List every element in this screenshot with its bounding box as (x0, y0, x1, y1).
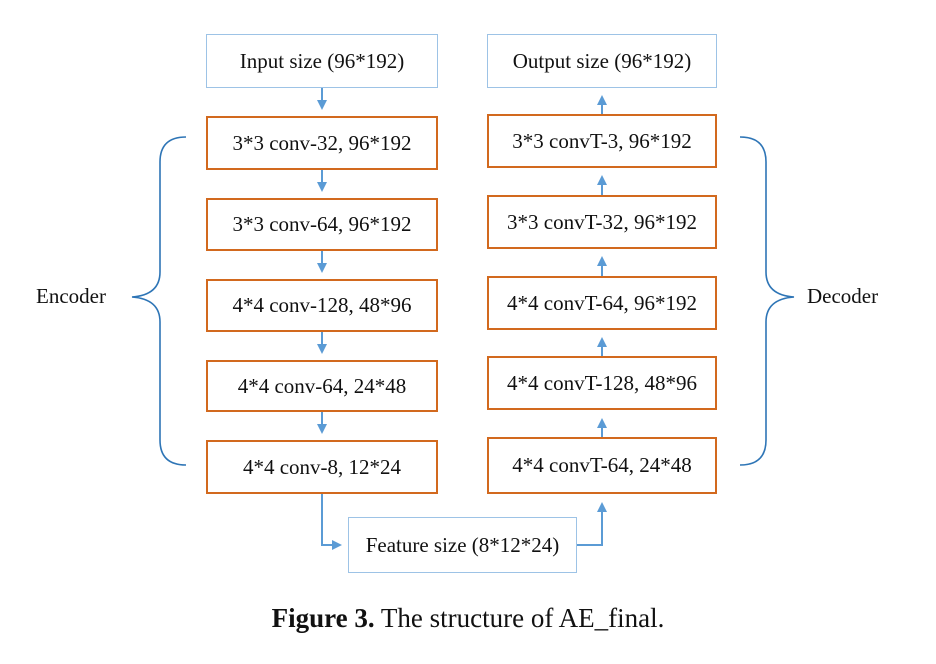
output-size-box: Output size (96*192) (487, 34, 717, 88)
encoder-layer-3: 4*4 conv-128, 48*96 (206, 279, 438, 332)
encoder-arrows (317, 88, 342, 550)
decoder-layer-3: 4*4 convT-64, 96*192 (487, 276, 717, 330)
encoder-layer-1: 3*3 conv-32, 96*192 (206, 116, 438, 170)
decoder-layer-5: 4*4 convT-64, 24*48 (487, 437, 717, 494)
encoder-layer-2: 3*3 conv-64, 96*192 (206, 198, 438, 251)
decoder-layer-2: 3*3 convT-32, 96*192 (487, 195, 717, 249)
encoder-label: Encoder (36, 284, 106, 308)
figure-caption: Figure 3. The structure of AE_final. (0, 603, 936, 634)
feature-size-box: Feature size (8*12*24) (348, 517, 577, 573)
input-size-box: Input size (96*192) (206, 34, 438, 88)
figure-caption-text: The structure of AE_final. (380, 603, 665, 633)
decoder-layer-1: 3*3 convT-3, 96*192 (487, 114, 717, 168)
decoder-label: Decoder (807, 284, 879, 308)
encoder-layer-5: 4*4 conv-8, 12*24 (206, 440, 438, 494)
figure-number: Figure 3. (271, 603, 375, 633)
decoder-layer-4: 4*4 convT-128, 48*96 (487, 356, 717, 410)
encoder-brace (131, 136, 187, 466)
arrow-feature-to-convT5 (577, 502, 607, 546)
arrow-conv5-to-feature (321, 494, 342, 550)
decoder-arrows (577, 95, 607, 546)
encoder-layer-4: 4*4 conv-64, 24*48 (206, 360, 438, 412)
decoder-brace (739, 136, 795, 466)
